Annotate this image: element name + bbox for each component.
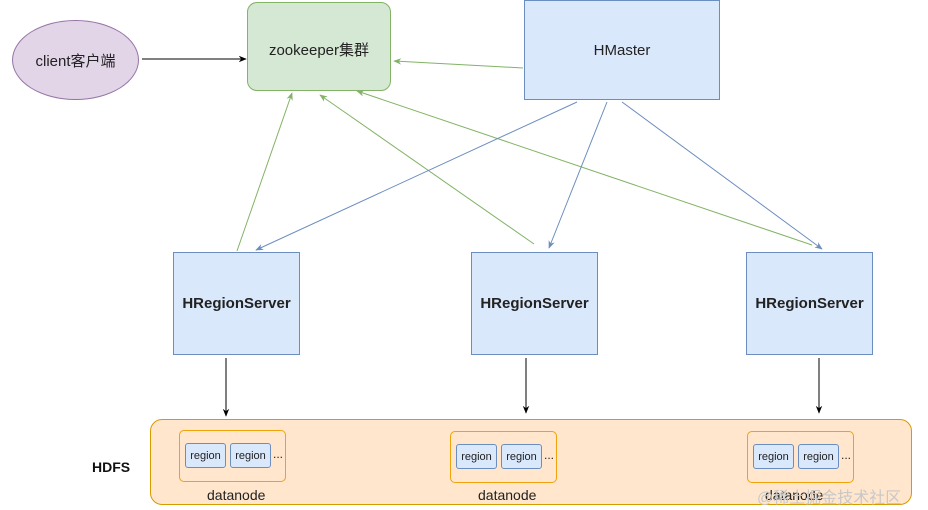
hmaster-node: HMaster xyxy=(524,0,720,100)
client-node: client客户端 xyxy=(12,20,139,100)
region-server-1: HRegionServer xyxy=(173,252,300,355)
edge-hmaster-zookeeper xyxy=(393,58,524,69)
edge-rs3-zookeeper xyxy=(356,90,813,246)
edge-rs2-zookeeper xyxy=(319,94,535,245)
more-regions-ellipsis: ... xyxy=(841,448,852,462)
edge-hmaster-rs2 xyxy=(548,101,608,249)
region-server-2: HRegionServer xyxy=(471,252,598,355)
datanode-box-3: region region ... xyxy=(747,431,854,483)
watermark: @稀土掘金技术社区 xyxy=(757,490,902,507)
region-server-label: HRegionServer xyxy=(480,295,589,312)
edge-rs1-zookeeper xyxy=(236,92,293,252)
datanode-label: datanode xyxy=(207,487,266,503)
hmaster-label: HMaster xyxy=(593,41,651,59)
datanode-label: datanode xyxy=(765,487,824,503)
region-box: region xyxy=(230,443,271,468)
client-label: client客户端 xyxy=(35,52,116,70)
zookeeper-node: zookeeper集群 xyxy=(247,2,391,91)
region-server-label: HRegionServer xyxy=(182,295,291,312)
region-box: region xyxy=(501,444,542,469)
more-regions-ellipsis: ... xyxy=(544,448,555,462)
datanode-box-2: region region ... xyxy=(450,431,557,483)
hdfs-label: HDFS xyxy=(92,459,131,475)
region-box: region xyxy=(798,444,839,469)
edge-hmaster-rs3 xyxy=(621,101,823,250)
region-box: region xyxy=(753,444,794,469)
zookeeper-label: zookeeper集群 xyxy=(268,42,370,59)
region-box: region xyxy=(456,444,497,469)
region-box: region xyxy=(185,443,226,468)
more-regions-ellipsis: ... xyxy=(273,447,284,461)
datanode-label: datanode xyxy=(478,487,537,503)
edge-hmaster-rs1 xyxy=(255,101,578,251)
datanode-box-1: region region ... xyxy=(179,430,286,482)
region-server-label: HRegionServer xyxy=(755,295,864,312)
region-server-3: HRegionServer xyxy=(746,252,873,355)
